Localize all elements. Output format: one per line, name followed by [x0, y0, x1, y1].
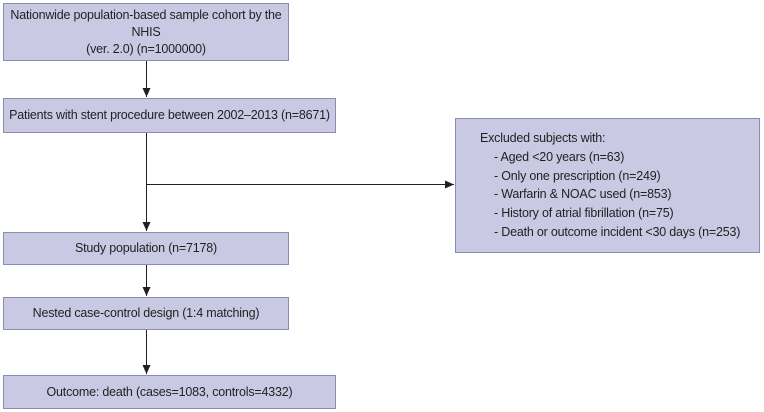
outcome-label: Outcome: death (cases=1083, controls=433…: [46, 384, 293, 399]
excluded-heading: Excluded subjects with:: [480, 131, 606, 145]
excluded-item-atrial-fibrillation: - History of atrial fibrillation (n=75): [494, 206, 674, 221]
study-population-label: Study population (n=7178): [75, 241, 217, 255]
excluded-item-death: - Death or outcome incident <30 days (n=…: [494, 224, 741, 239]
study-population-box: Study population (n=7178): [3, 232, 289, 265]
excluded-item-age: - Aged <20 years (n=63): [494, 149, 625, 164]
stent-procedure-label: Patients with stent procedure between 20…: [9, 108, 330, 122]
nested-design-box: Nested case-control design (1:4 matching…: [3, 297, 289, 330]
cohort-box: Nationwide population-based sample cohor…: [3, 3, 289, 61]
cohort-line-1: Nationwide population-based sample cohor…: [10, 7, 282, 39]
nested-design-label: Nested case-control design (1:4 matching…: [32, 306, 260, 320]
stent-procedure-box: Patients with stent procedure between 20…: [3, 98, 336, 133]
outcome-box: Outcome: death (cases=1083, controls=433…: [3, 375, 336, 409]
excluded-item-warfarin: - Warfarin & NOAC used (n=853): [494, 187, 672, 202]
cohort-line-2: (ver. 2.0) (n=1000000): [86, 41, 206, 56]
excluded-subjects-box: Excluded subjects with: - Aged <20 years…: [455, 118, 760, 253]
excluded-item-prescription: - Only one prescription (n=249): [494, 168, 661, 183]
